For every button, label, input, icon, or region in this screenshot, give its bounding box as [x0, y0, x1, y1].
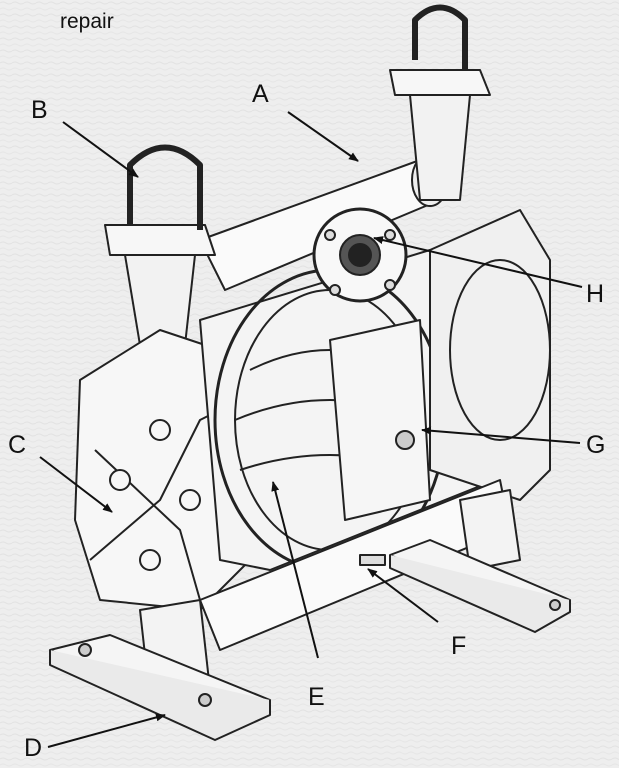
pump-illustration: [49, 4, 571, 741]
leader-c: [39, 456, 113, 513]
callout-a: A: [252, 80, 269, 108]
callout-d: D: [24, 734, 43, 762]
callout-c: C: [8, 431, 27, 459]
leader-f: [367, 568, 439, 623]
callout-g: G: [586, 431, 606, 459]
leader-e: [271, 481, 319, 659]
leader-h: [373, 236, 583, 288]
callout-b: B: [31, 96, 48, 124]
leader-lines: [39, 111, 583, 748]
leader-a: [287, 111, 359, 162]
callout-e: E: [308, 683, 325, 711]
leader-g: [421, 426, 581, 444]
leader-d: [47, 713, 166, 748]
page-title: repair: [60, 10, 114, 33]
callout-f: F: [451, 632, 467, 660]
callout-h: H: [586, 280, 605, 308]
leader-b: [62, 121, 139, 178]
